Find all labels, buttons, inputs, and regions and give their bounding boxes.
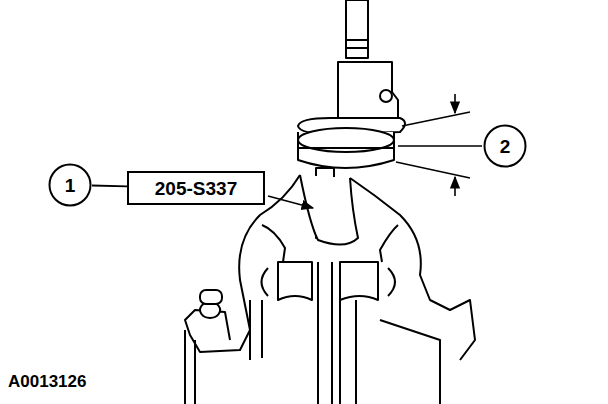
part-number-box: 205-S337 [127,171,265,205]
callout-circle: 2 [483,124,527,168]
part-number: 205-S337 [155,179,237,198]
callout-number: 2 [500,137,511,156]
leader-line [92,185,127,188]
callout-circle: 1 [48,163,92,207]
figure-number: A0013126 [8,372,86,392]
callout-number: 1 [65,176,76,195]
